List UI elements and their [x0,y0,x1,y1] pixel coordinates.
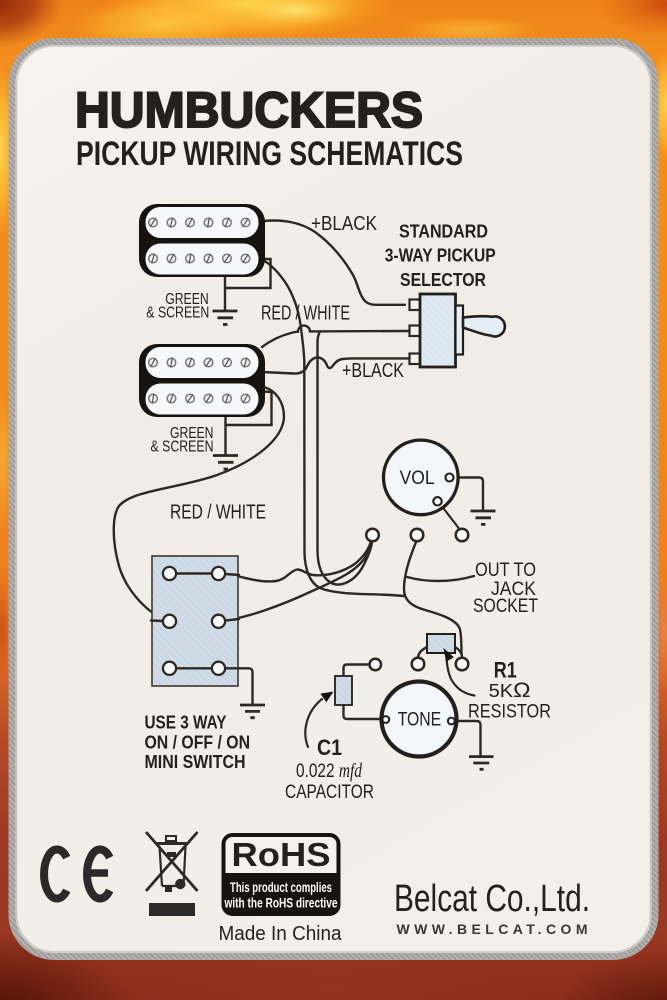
svg-text:3-WAY PICKUP: 3-WAY PICKUP [385,245,496,266]
svg-text:OUT TO: OUT TO [475,559,536,581]
svg-text:GREEN: GREEN [165,291,209,308]
svg-text:PICKUP WIRING SCHEMATICS: PICKUP WIRING SCHEMATICS [76,135,463,173]
svg-text:RESISTOR: RESISTOR [468,701,551,722]
svg-text:CAPACITOR: CAPACITOR [285,781,374,803]
svg-text:GREEN: GREEN [170,425,214,442]
svg-text:RED / WHITE: RED / WHITE [170,502,266,524]
svg-text:This product complies: This product complies [230,879,332,895]
svg-text:Belcat Co.,Ltd.: Belcat Co.,Ltd. [394,878,590,920]
svg-text:C1: C1 [317,735,342,760]
svg-text:JACK: JACK [491,578,536,600]
svg-text:RoHS: RoHS [232,836,331,873]
svg-text:0.022 mfd: 0.022 mfd [296,760,362,782]
svg-text:RED / WHITE: RED / WHITE [261,303,350,325]
svg-text:STANDARD: STANDARD [399,221,488,242]
svg-text:+BLACK: +BLACK [311,213,378,235]
svg-text:SELECTOR: SELECTOR [400,269,486,290]
svg-text:VOL: VOL [400,467,435,489]
svg-text:USE 3 WAY: USE 3 WAY [145,713,227,733]
svg-text:& SCREEN: & SCREEN [151,438,214,455]
svg-text:HUMBUCKERS: HUMBUCKERS [75,82,423,138]
svg-text:R1: R1 [494,658,517,683]
svg-text:& SCREEN: & SCREEN [146,305,209,322]
svg-text:SOCKET: SOCKET [473,595,538,617]
svg-text:+BLACK: +BLACK [342,360,405,382]
svg-text:with the RoHS directive: with the RoHS directive [224,895,338,911]
svg-text:Made In China: Made In China [219,922,343,945]
svg-text:ON / OFF / ON: ON / OFF / ON [145,733,251,753]
svg-text:TONE: TONE [398,709,442,730]
svg-text:5KΩ: 5KΩ [489,678,531,702]
svg-text:MINI SWITCH: MINI SWITCH [145,752,246,772]
